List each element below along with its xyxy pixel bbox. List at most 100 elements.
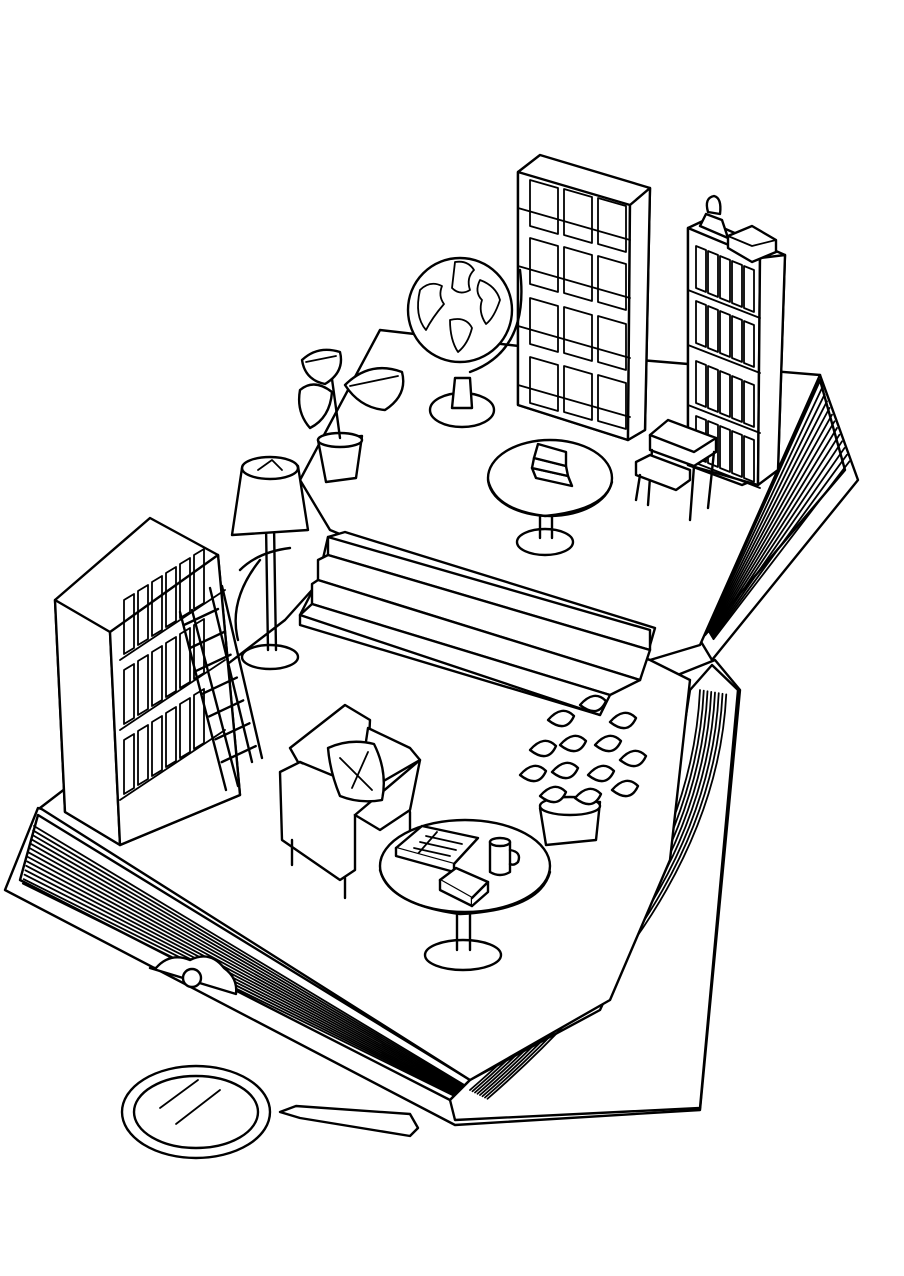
leaf [540, 787, 566, 802]
bookmark-clip [150, 956, 236, 994]
book [598, 375, 626, 429]
book [744, 381, 754, 427]
page-line [714, 461, 850, 639]
shelf [688, 405, 760, 433]
book [696, 246, 706, 292]
potted-shrub [520, 696, 646, 845]
book [708, 366, 718, 412]
stool [636, 420, 716, 520]
leaf [595, 736, 621, 751]
book [138, 655, 148, 715]
page-line [709, 401, 827, 631]
leaf [612, 781, 638, 796]
book [124, 594, 134, 654]
book [696, 361, 706, 407]
book [598, 256, 626, 310]
book [720, 256, 730, 302]
cushion [328, 742, 384, 802]
left-bookcase [55, 518, 240, 845]
page-line [713, 455, 847, 639]
page-line [27, 861, 458, 1091]
page-line [26, 866, 457, 1093]
shelf [688, 290, 760, 318]
book [598, 316, 626, 370]
leaf [552, 763, 578, 778]
page-line [713, 448, 845, 638]
shelf [518, 385, 630, 417]
book [708, 251, 718, 297]
book [152, 646, 162, 706]
page-line [25, 870, 456, 1093]
book [720, 371, 730, 417]
right-page-stack [700, 375, 858, 660]
book [732, 431, 742, 477]
book [530, 238, 558, 292]
book [180, 628, 190, 688]
page-line [28, 857, 459, 1091]
book [696, 301, 706, 347]
page-line [31, 839, 463, 1088]
book [166, 567, 176, 627]
book [194, 619, 204, 679]
page-line [34, 826, 466, 1086]
book [564, 307, 592, 361]
magnifying-glass [122, 1066, 418, 1158]
book [166, 637, 176, 697]
shelf [518, 326, 630, 358]
page-line [712, 435, 840, 636]
book [180, 558, 190, 618]
shelf [518, 266, 630, 298]
book [720, 426, 730, 472]
book [732, 261, 742, 307]
shelf [120, 590, 225, 660]
leaf [580, 696, 606, 711]
book [564, 366, 592, 420]
leaf [610, 713, 636, 728]
shelf [518, 208, 630, 240]
shelf [688, 460, 760, 488]
page-line [711, 428, 837, 635]
page-line [33, 830, 465, 1086]
page-line [709, 395, 825, 631]
page-line [23, 884, 453, 1096]
leaf [530, 741, 556, 756]
ladder-rung [222, 746, 256, 762]
book [708, 306, 718, 352]
book [166, 707, 176, 767]
leaf [588, 766, 614, 781]
narrow-bookcase [688, 196, 785, 488]
leaf [560, 736, 586, 751]
ladder-rung [215, 723, 249, 739]
page-line [711, 421, 835, 634]
book [732, 316, 742, 362]
book [530, 180, 558, 234]
book [124, 664, 134, 724]
page-line [24, 879, 454, 1094]
book [180, 698, 190, 758]
books-stack [532, 444, 572, 486]
book [564, 247, 592, 301]
potted-plant [299, 350, 403, 482]
book [744, 266, 754, 312]
book [138, 725, 148, 785]
page-line [32, 835, 464, 1088]
ladder-rung [203, 678, 237, 694]
book [720, 311, 730, 357]
ladder-rung [184, 609, 218, 625]
shelf [120, 730, 225, 800]
ladder [180, 586, 262, 790]
page-line [25, 875, 455, 1094]
book [124, 734, 134, 794]
page-line [485, 694, 723, 1098]
book [138, 585, 148, 645]
coffee-mug [490, 838, 519, 875]
book [744, 436, 754, 482]
page-line [31, 844, 462, 1089]
shelf [688, 345, 760, 373]
page-line [30, 848, 461, 1089]
book [598, 198, 626, 252]
leaf [520, 766, 546, 781]
book [152, 716, 162, 776]
book [194, 549, 204, 609]
